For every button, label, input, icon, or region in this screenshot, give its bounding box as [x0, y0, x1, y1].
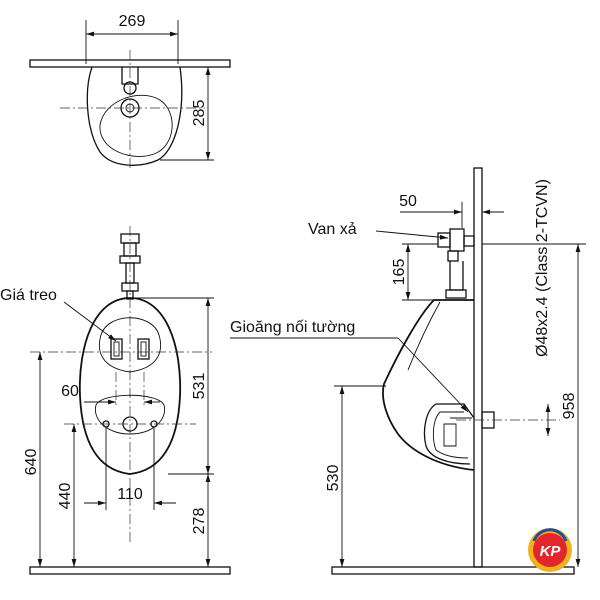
dim-front-height: 531	[191, 373, 208, 400]
dim-outlet-width: 110	[117, 486, 143, 503]
front-hanger-right	[137, 338, 150, 360]
dim-valve-height: 165	[391, 259, 408, 286]
front-bowl-back-plate	[99, 317, 161, 373]
front-floor	[29, 566, 231, 575]
leader-gasket	[397, 337, 469, 413]
kp-logo: KP	[528, 528, 572, 572]
side-valve-handle	[437, 232, 451, 248]
top-view-bowl-inner	[99, 94, 173, 157]
dim-valve-offset: 50	[399, 193, 417, 210]
top-view-bowl-outline	[86, 66, 183, 166]
side-bowl-trap	[423, 403, 475, 465]
dim-bottom: 278	[191, 508, 208, 535]
label-hanger: Giá treo	[0, 287, 57, 304]
logo-inner	[533, 533, 567, 567]
pipe-spec: Ø48x2.4 (Class 2-TCVN)	[534, 179, 551, 357]
dim-inlet-height: 958	[561, 393, 578, 420]
front-hanger-left	[110, 338, 123, 360]
side-valve-pipe	[449, 261, 464, 291]
top-view: 269 285	[29, 13, 231, 170]
logo-text: KP	[540, 543, 562, 560]
front-bowl-outline	[78, 297, 182, 475]
dim-width-top: 269	[119, 13, 146, 30]
dim-depth-top: 285	[191, 100, 208, 127]
side-floor	[331, 566, 575, 575]
label-valve: Van xả	[308, 221, 357, 238]
dim-overall-height: 640	[23, 449, 40, 476]
dim-outlet-height: 440	[57, 483, 74, 510]
side-valve-body	[449, 228, 465, 252]
side-view: Van xả Gioăng nối tường 50 165 Ø48x2.4 (…	[230, 167, 586, 575]
top-view-inlet	[121, 67, 139, 85]
dim-spacing: 60	[61, 383, 79, 400]
leader-valve	[375, 230, 449, 240]
leader-hanger	[63, 301, 117, 342]
side-wall	[473, 167, 483, 568]
side-bowl-outline	[382, 299, 475, 471]
dim-rim-height: 530	[325, 465, 342, 492]
label-gasket: Gioăng nối tường	[230, 319, 355, 336]
front-view: Giá treo 531 60 640 440 110 278	[0, 226, 231, 575]
